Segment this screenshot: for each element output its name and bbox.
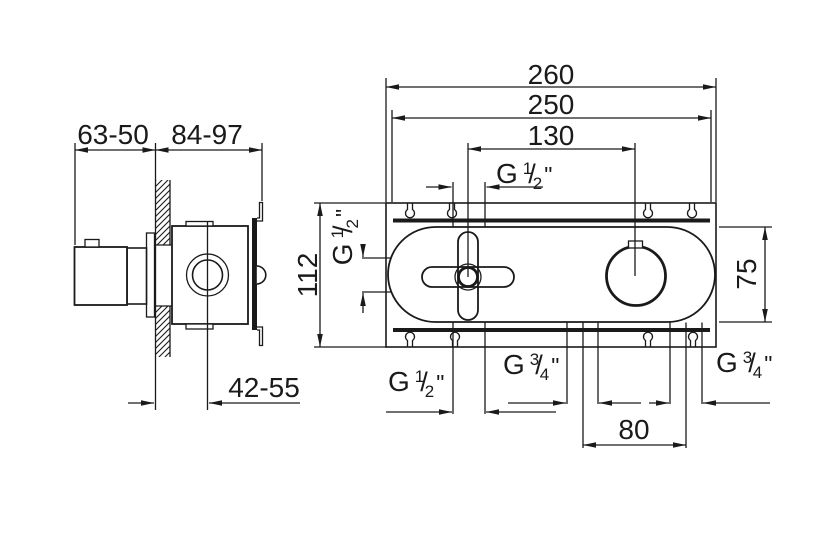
thermostat-circle xyxy=(605,245,667,307)
body-tab-bottom xyxy=(185,323,214,330)
dim-handle-depth: 63-50 xyxy=(74,119,156,245)
keyhole-slot-top-4 xyxy=(686,203,698,219)
keyhole-slot-top-2 xyxy=(446,203,458,219)
body-stadium xyxy=(387,226,716,323)
escutcheon-plate xyxy=(145,232,156,318)
wall-hatch-upper xyxy=(156,180,170,245)
port-left-side: G1/2" xyxy=(327,209,391,313)
dim-body-height: 75 xyxy=(719,226,772,323)
dim-body-height-label: 75 xyxy=(731,258,762,289)
dim-overall-width: 260 xyxy=(385,59,717,202)
dim-body-depth-label: 84-97 xyxy=(171,119,243,150)
bracket-hook-bottom xyxy=(257,326,264,347)
dim-mounting-rail-width-label: 250 xyxy=(528,89,575,120)
dim-overall-width-label: 260 xyxy=(528,59,575,90)
thread-label-left: G1/2" xyxy=(327,209,362,265)
keyhole-slot-bottom-4 xyxy=(687,331,699,347)
handle xyxy=(73,238,148,306)
valve-body-side xyxy=(171,220,249,410)
body-tab-top xyxy=(185,220,214,227)
handle-stem xyxy=(126,247,148,305)
wall-section xyxy=(155,180,172,357)
dim-control-centers-label: 130 xyxy=(528,120,575,151)
dim-outlet-spacing-label: 80 xyxy=(618,414,649,445)
keyhole-slot-bottom-1 xyxy=(404,331,416,347)
handle-button xyxy=(84,238,100,248)
mounting-plate xyxy=(385,202,717,348)
handle-grip xyxy=(73,246,128,306)
dim-overall-height-label: 112 xyxy=(292,253,323,298)
dim-overall-height: 112 xyxy=(292,202,387,348)
dim-control-centers: 130 xyxy=(468,120,635,152)
plate-outline xyxy=(385,202,717,348)
bracket-boss xyxy=(256,265,267,285)
thermostat-opening xyxy=(605,240,667,307)
dim-handle-depth-label: 63-50 xyxy=(77,119,149,150)
bracket-hook-top xyxy=(257,201,264,222)
body-box xyxy=(171,225,249,325)
mounting-bracket xyxy=(252,201,267,347)
keyhole-slot-top-3 xyxy=(642,203,654,219)
bracket-plate xyxy=(252,218,257,330)
keyhole-slot-bottom-3 xyxy=(642,331,654,347)
dim-mounting-rail-width: 250 xyxy=(391,89,712,202)
dim-outlet-spacing: 80 xyxy=(583,414,686,448)
keyhole-slot-top-1 xyxy=(404,203,416,219)
valve-body-front xyxy=(387,143,716,323)
side-view: 63-50 84-97 42-55 xyxy=(73,119,300,410)
dim-body-depth: 84-97 xyxy=(155,119,263,201)
dim-wall-to-center-label: 42-55 xyxy=(228,372,300,403)
dim-wall-to-center: 42-55 xyxy=(128,372,300,406)
wall-hatch-lower xyxy=(156,306,170,357)
keyhole-slot-bottom-2 xyxy=(449,331,461,347)
